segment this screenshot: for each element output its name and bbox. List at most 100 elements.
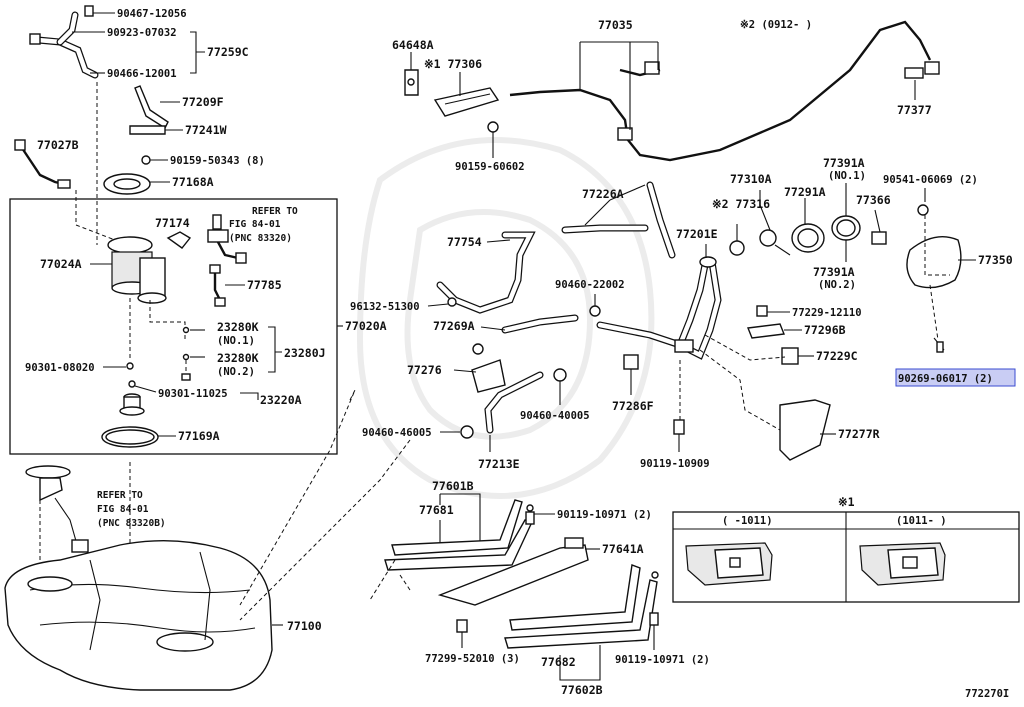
- label-77024a: 77024A: [40, 257, 82, 271]
- clamp-upper: [472, 343, 484, 355]
- highlight-90269-06017[interactable]: [895, 368, 1016, 387]
- label-90301-08020: 90301-08020: [25, 362, 95, 374]
- label-77269a: 77269A: [433, 319, 475, 333]
- label-90159-50343: 90159-50343 (8): [170, 155, 265, 167]
- wire-harness-77027b: [14, 139, 71, 189]
- clamp-90460-46005: [460, 425, 474, 439]
- cable-77035: [509, 20, 932, 162]
- bracket-77241w: [129, 125, 166, 135]
- label-77391a-no2-sub: (NO.2): [818, 279, 856, 291]
- label-77276: 77276: [407, 363, 442, 377]
- label-77020a: 77020A: [345, 319, 387, 333]
- label-90301-11025: 90301-11025: [158, 388, 228, 400]
- clip-77174: [166, 231, 192, 249]
- label-23280k-no1-sub: (NO.1): [217, 335, 255, 347]
- hose-77269a: [501, 314, 579, 334]
- label-23280k-no2-sub: (NO.2): [217, 366, 255, 378]
- inset-variant-table: ※1 ( -1011) (1011- ): [672, 495, 1020, 603]
- bolt-90119-10909: [673, 419, 685, 435]
- diagram-id: 772270I: [965, 688, 1009, 700]
- label-77785: 77785: [247, 278, 282, 292]
- label-77682: 77682: [541, 655, 576, 669]
- bracket-77209f: [134, 85, 169, 130]
- label-77601b: 77601B: [432, 479, 474, 493]
- fuel-pump-module-77024a: [107, 236, 167, 304]
- label-77602b: 77602B: [561, 683, 603, 697]
- label-77391a-no1-sub: (NO.1): [828, 170, 866, 182]
- opener-variant-old: [685, 542, 773, 586]
- clamp-90460-40005: [553, 368, 567, 382]
- label-77174: 77174: [155, 216, 190, 230]
- filler-pipe-77201e: [596, 256, 722, 360]
- oring-90301-08020: [126, 362, 134, 370]
- label-90460-40005: 90460-40005: [520, 410, 590, 422]
- ring-77316: [729, 240, 745, 256]
- screw-90269-06017: [936, 341, 944, 353]
- label-90269-06017[interactable]: 90269-06017 (2): [898, 373, 993, 385]
- label-77306: ※1 77306: [424, 57, 482, 71]
- label-77291a: 77291A: [784, 185, 826, 199]
- label-23280k-no1: 23280K: [217, 320, 259, 334]
- label-23280j: 23280J: [284, 346, 326, 360]
- label-77681: 77681: [419, 503, 454, 517]
- spring-77391a: [831, 215, 861, 241]
- label-77241w: 77241W: [185, 123, 227, 137]
- reference-note-1-line3: (PNC 83320): [229, 233, 292, 244]
- label-90466-12001: 90466-12001: [107, 68, 177, 80]
- sender-gauge-reference: [207, 214, 247, 264]
- label-77229-12110: 77229-12110: [792, 307, 862, 319]
- protector-77276: [471, 359, 506, 393]
- reference-note-1-line1: REFER TO: [252, 206, 298, 217]
- label-77296b: 77296B: [804, 323, 846, 337]
- clip-77229-12110: [756, 305, 768, 317]
- note-x2-date: ※2 (0912- ): [740, 19, 812, 31]
- label-77213e: 77213E: [478, 457, 520, 471]
- label-77027b: 77027B: [37, 138, 79, 152]
- label-77377: 77377: [897, 103, 932, 117]
- label-23220a: 23220A: [260, 393, 302, 407]
- valve-77229c: [781, 347, 799, 365]
- protector-77641a: [437, 537, 589, 606]
- reference-note-1-line2: FIG 84-01: [229, 219, 281, 230]
- label-90467-12056: 90467-12056: [117, 8, 187, 20]
- cap-77310a: [759, 229, 791, 256]
- label-77169a: 77169A: [178, 429, 220, 443]
- label-77100: 77100: [287, 619, 322, 633]
- label-77209f: 77209F: [182, 95, 224, 109]
- inset-title: ※1: [838, 495, 855, 509]
- bracket-64648a: [404, 69, 419, 96]
- label-90159-60602: 90159-60602: [455, 161, 525, 173]
- label-77350: 77350: [978, 253, 1013, 267]
- label-77299-52010: 77299-52010 (3): [425, 653, 520, 665]
- connector-77785: [209, 264, 226, 307]
- hose-77213e: [484, 371, 544, 434]
- label-77226a: 77226A: [582, 187, 624, 201]
- bolt-77299-52010: [456, 619, 468, 633]
- screw-90159-60602: [487, 121, 499, 133]
- opener-variant-new: [859, 542, 946, 586]
- bracket-77296b: [747, 323, 785, 339]
- label-77229c: 77229C: [816, 349, 858, 363]
- fuel-tank-77100: [4, 539, 273, 691]
- fuel-lid-77350: [906, 236, 962, 289]
- reference-note-2-line1: REFER TO: [97, 490, 143, 501]
- fuel-filter-23220a: [119, 393, 145, 416]
- label-77201e: 77201E: [676, 227, 718, 241]
- label-77277r: 77277R: [838, 427, 880, 441]
- label-90119-10909: 90119-10909: [640, 458, 710, 470]
- clamp-90460-22002: [589, 305, 601, 317]
- fuel-sender-tube-assembly: [29, 5, 99, 79]
- label-77168a: 77168A: [172, 175, 214, 189]
- label-77259c: 77259C: [207, 45, 249, 59]
- bumper-77366: [871, 231, 887, 245]
- reference-note-2-line2: FIG 84-01: [97, 504, 149, 515]
- strap-77681: [384, 499, 533, 571]
- hose-77754: [436, 231, 536, 314]
- label-96132-51300: 96132-51300: [350, 301, 420, 313]
- reference-note-2-line3: (PNC 83320B): [97, 518, 166, 529]
- opener-77306: [433, 87, 500, 117]
- label-77391a-no1: 77391A: [823, 156, 865, 170]
- label-77391a-no2: 77391A: [813, 265, 855, 279]
- clip-96132-51300: [447, 297, 457, 307]
